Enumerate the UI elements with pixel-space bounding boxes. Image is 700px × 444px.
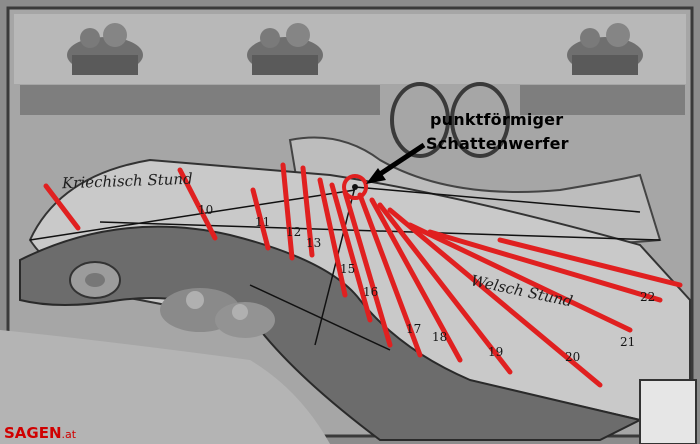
hour-number: 21 (620, 335, 636, 349)
ornament-loops (390, 82, 510, 158)
hour-number: 12 (286, 225, 302, 239)
hour-number: 13 (306, 236, 322, 250)
plaster-damage (0, 330, 330, 444)
hour-number: 16 (363, 285, 379, 299)
annotation-label-line2: Schattenwerfer (426, 134, 569, 153)
hour-number: 17 (406, 322, 422, 336)
stone-ledge (20, 85, 380, 115)
cherubs (160, 288, 275, 338)
hour-number: 18 (432, 330, 448, 344)
flower-pot-left (67, 23, 143, 75)
left-scroll-roll (69, 261, 121, 299)
watermark-suffix: .at (61, 428, 77, 441)
gnomon-point-marker (342, 174, 368, 200)
flower-pot-right (567, 23, 643, 75)
hour-number: 10 (198, 203, 214, 217)
hour-number: 20 (565, 350, 581, 364)
hour-number: 19 (488, 345, 504, 359)
watermark-brand: SAGEN (4, 424, 62, 442)
watermark: SAGEN.at (4, 424, 76, 442)
gnomon-lines (29, 186, 661, 351)
stone-ledge-right (520, 85, 685, 115)
hour-lines (43, 162, 683, 388)
flower-pot-center (247, 23, 323, 75)
hour-number: 22 (640, 290, 656, 304)
lower-scroll-band (19, 225, 643, 441)
hour-number: 15 (340, 262, 356, 276)
gnomon-point (352, 184, 358, 190)
annotation-arrow (366, 142, 426, 184)
hour-number: 11 (255, 215, 271, 229)
pillar-right (639, 379, 697, 444)
annotation-label-line1: punktförmiger (430, 110, 564, 129)
